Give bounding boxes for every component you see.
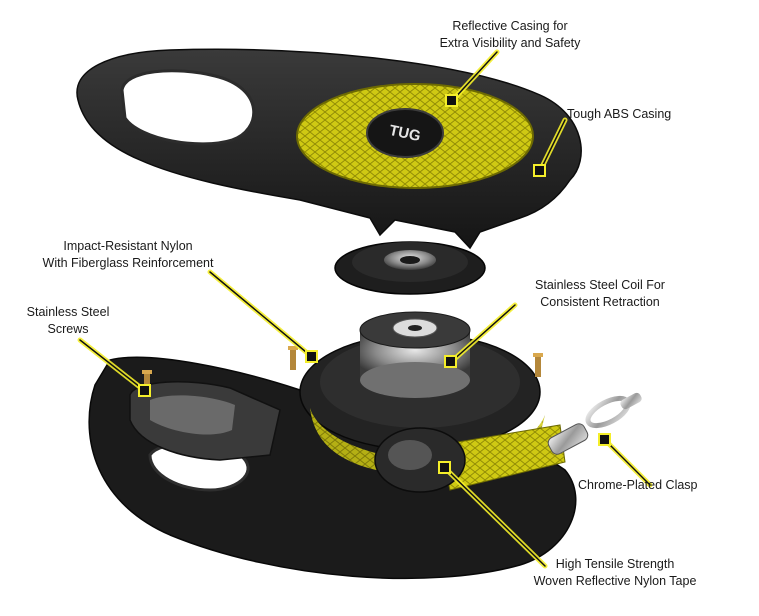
- chrome-clasp: [547, 392, 642, 455]
- leader-lines: [77, 49, 653, 569]
- tug-logo: TUG: [388, 122, 423, 145]
- marker-reflective: [445, 94, 458, 107]
- label-line: Chrome-Plated Clasp: [578, 478, 698, 492]
- label-line: Consistent Retraction: [540, 295, 660, 309]
- label-line: Stainless Steel Coil For: [535, 278, 665, 292]
- marker-screws: [138, 384, 151, 397]
- screw-mid: [288, 346, 298, 370]
- marker-nylon: [305, 350, 318, 363]
- leader-markers: [138, 94, 611, 474]
- label-line: Tough ABS Casing: [567, 107, 672, 121]
- label-screws: Stainless Steel Screws: [8, 304, 128, 338]
- marker-abs: [533, 164, 546, 177]
- marker-clasp: [598, 433, 611, 446]
- tug-logo-badge: [366, 108, 444, 158]
- spring-cap: [334, 241, 486, 295]
- screw-left: [142, 370, 152, 394]
- label-line: Extra Visibility and Safety: [439, 36, 581, 50]
- label-nylon: Impact-Resistant Nylon With Fiberglass R…: [18, 238, 238, 272]
- label-steel-coil: Stainless Steel Coil For Consistent Retr…: [500, 277, 700, 311]
- tape-guide: [374, 427, 466, 493]
- label-reflective-casing: Reflective Casing for Extra Visibility a…: [400, 18, 620, 52]
- label-line: Woven Reflective Nylon Tape: [533, 574, 697, 588]
- label-tape: High Tensile Strength Woven Reflective N…: [505, 556, 725, 590]
- label-abs-casing: Tough ABS Casing: [567, 106, 671, 123]
- screw-right: [533, 353, 543, 377]
- marker-coil: [444, 355, 457, 368]
- label-line: Screws: [47, 322, 89, 336]
- label-line: Stainless Steel: [26, 305, 110, 319]
- marker-tape: [438, 461, 451, 474]
- handle-opening: [120, 69, 256, 146]
- label-line: Impact-Resistant Nylon: [63, 239, 193, 253]
- top-casing: [76, 48, 582, 250]
- brake-button: [129, 381, 281, 461]
- label-line: Reflective Casing for: [452, 19, 568, 33]
- label-line: High Tensile Strength: [555, 557, 675, 571]
- label-line: With Fiberglass Reinforcement: [42, 256, 214, 270]
- label-clasp: Chrome-Plated Clasp: [578, 477, 698, 494]
